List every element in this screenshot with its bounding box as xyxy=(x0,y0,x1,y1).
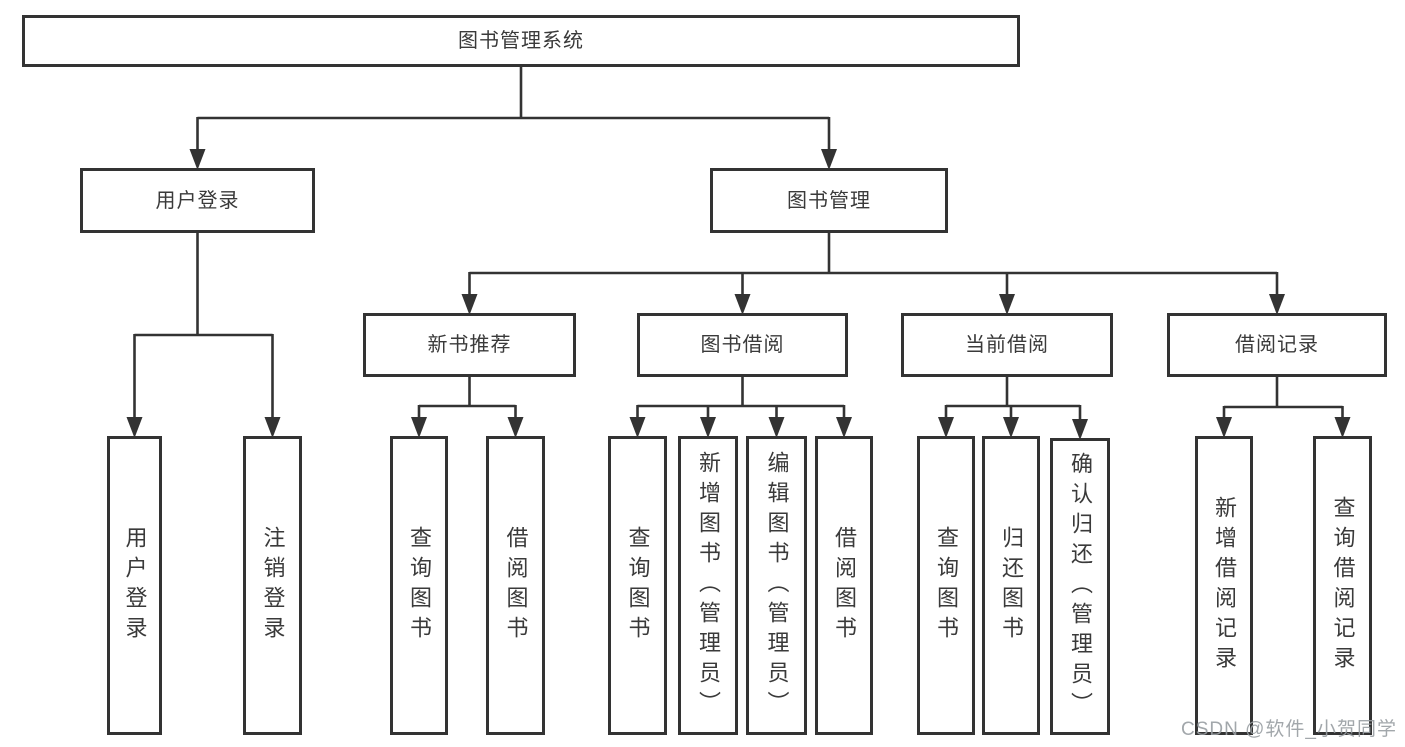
node-confirm-return: 确认归还（管理员） xyxy=(1050,438,1110,735)
node-label-borrow: 图书借阅 xyxy=(700,334,785,356)
node-label-logout: 注销登录 xyxy=(260,525,286,646)
node-label-query-book-2: 查询图书 xyxy=(625,525,651,646)
node-label-borrow-book-1: 借阅图书 xyxy=(503,525,529,646)
node-label-add-record: 新增借阅记录 xyxy=(1212,495,1237,676)
node-mgmt: 图书管理 xyxy=(710,168,948,233)
arrowhead-icon xyxy=(1072,419,1088,440)
arrowhead-icon xyxy=(264,417,281,438)
arrowhead-icon xyxy=(1216,417,1232,438)
arrowhead-icon xyxy=(629,417,646,438)
node-label-mgmt: 图书管理 xyxy=(787,189,871,212)
node-current: 当前借阅 xyxy=(901,313,1113,377)
arrowhead-icon xyxy=(507,417,524,438)
node-label-borrow-book-2: 借阅图书 xyxy=(832,525,857,646)
arrowhead-icon xyxy=(411,417,427,438)
node-query-book-2: 查询图书 xyxy=(608,436,667,735)
arrowhead-icon xyxy=(821,149,837,170)
arrowhead-icon xyxy=(126,417,143,438)
node-query-record: 查询借阅记录 xyxy=(1313,436,1372,735)
node-borrow-book-2: 借阅图书 xyxy=(815,436,873,735)
node-newbook: 新书推荐 xyxy=(363,313,576,377)
node-user-login: 用户登录 xyxy=(107,436,162,735)
watermark: CSDN @软件_小贺同学 xyxy=(1181,719,1397,740)
arrowhead-icon xyxy=(1334,417,1351,438)
arrowhead-icon xyxy=(938,417,954,438)
node-add-book: 新增图书（管理员） xyxy=(678,436,738,735)
node-label-confirm-return: 确认归还（管理员） xyxy=(1068,451,1093,722)
arrowhead-icon xyxy=(999,294,1015,315)
node-add-record: 新增借阅记录 xyxy=(1195,436,1253,735)
arrowhead-icon xyxy=(734,294,751,315)
node-label-add-book: 新增图书（管理员） xyxy=(696,450,721,721)
node-return-book: 归还图书 xyxy=(982,436,1040,735)
node-root: 图书管理系统 xyxy=(22,15,1020,67)
arrowhead-icon xyxy=(768,417,785,438)
node-label-query-book-1: 查询图书 xyxy=(407,525,432,646)
arrowhead-icon xyxy=(700,417,716,438)
node-login: 用户登录 xyxy=(80,168,315,233)
arrowhead-icon xyxy=(1269,294,1285,315)
node-label-edit-book: 编辑图书（管理员） xyxy=(764,450,790,721)
node-label-newbook: 新书推荐 xyxy=(427,334,512,356)
node-label-records: 借阅记录 xyxy=(1235,334,1319,356)
node-label-user-login: 用户登录 xyxy=(122,525,148,646)
arrowhead-icon xyxy=(189,149,206,170)
arrowhead-icon xyxy=(461,294,478,315)
node-query-book-3: 查询图书 xyxy=(917,436,975,735)
arrowhead-icon xyxy=(1003,417,1019,438)
node-records: 借阅记录 xyxy=(1167,313,1387,377)
node-label-return-book: 归还图书 xyxy=(999,525,1024,646)
node-label-current: 当前借阅 xyxy=(965,334,1049,356)
node-label-root: 图书管理系统 xyxy=(458,30,584,52)
node-logout: 注销登录 xyxy=(243,436,302,735)
node-label-login: 用户登录 xyxy=(155,189,240,212)
node-edit-book: 编辑图书（管理员） xyxy=(746,436,807,735)
node-query-book-1: 查询图书 xyxy=(390,436,448,735)
arrowhead-icon xyxy=(836,417,852,438)
node-borrow-book-1: 借阅图书 xyxy=(486,436,545,735)
node-borrow: 图书借阅 xyxy=(637,313,848,377)
node-label-query-record: 查询借阅记录 xyxy=(1330,495,1356,676)
node-label-query-book-3: 查询图书 xyxy=(934,525,959,646)
